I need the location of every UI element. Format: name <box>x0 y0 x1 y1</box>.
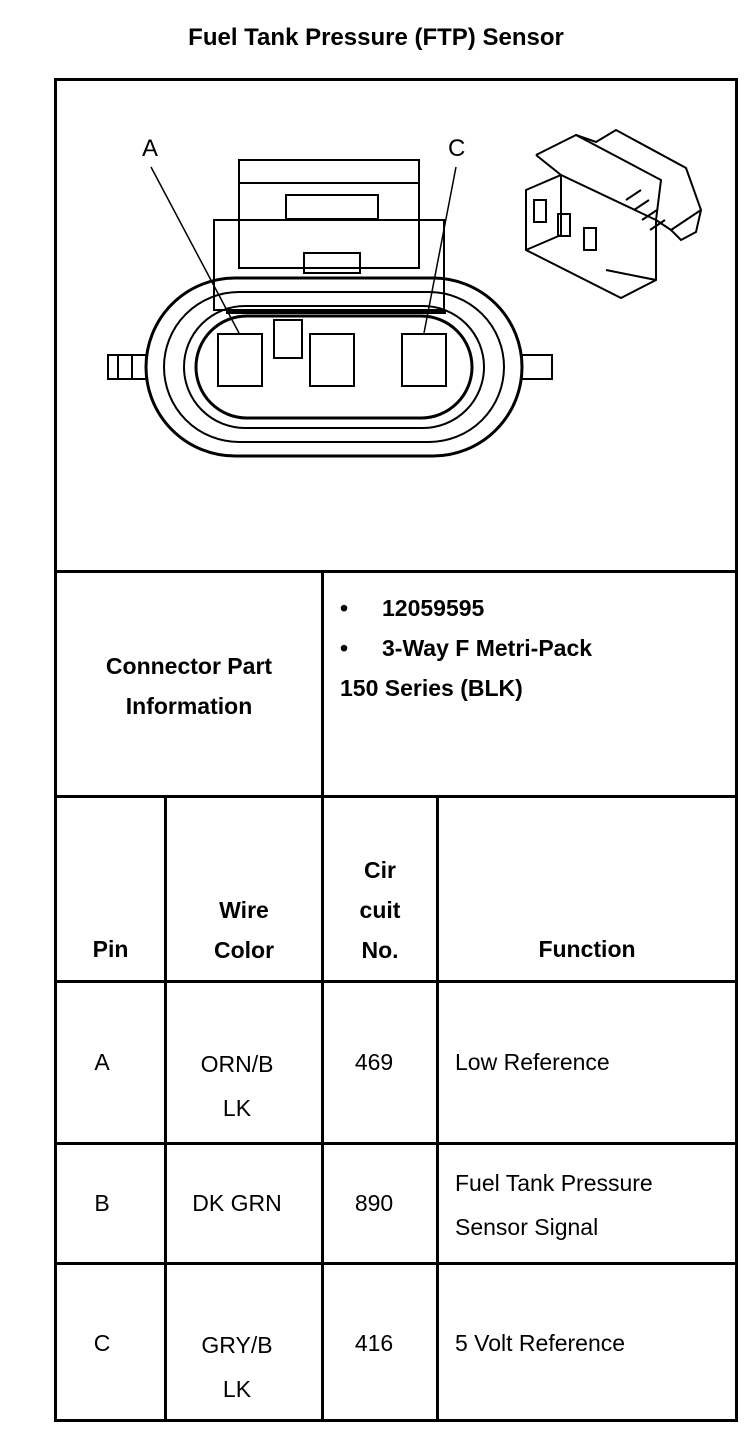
part-number-item: •12059595 <box>340 595 485 621</box>
diagram-label-a: A <box>142 135 158 162</box>
row-b-wire: DK GRN <box>192 1190 282 1216</box>
row-c-circuit: 416 <box>354 1330 394 1356</box>
connector-type: 3-Way F Metri-Pack <box>382 635 593 661</box>
row-c-wire: GRY/B LK <box>167 1323 307 1411</box>
connector-series: 150 Series (BLK) <box>340 675 523 701</box>
row-b-circuit: 890 <box>354 1190 394 1216</box>
header-pin: Pin <box>92 936 129 962</box>
connector-diagram: A C <box>107 128 703 458</box>
row-b-pin: B <box>94 1190 110 1216</box>
divider <box>54 795 738 798</box>
connector-table-frame <box>54 78 738 1422</box>
row-c-wire-line1: GRY/B <box>201 1332 273 1358</box>
page-title: Fuel Tank Pressure (FTP) Sensor <box>188 24 564 51</box>
header-wire-line2: Color <box>213 937 275 963</box>
header-function: Function <box>538 936 636 962</box>
header-circuit-line1: Cir <box>364 857 396 883</box>
part-number: 12059595 <box>382 595 485 621</box>
header-circuit-line3: No. <box>361 937 399 963</box>
row-b-function: Fuel Tank Pressure Sensor Signal <box>455 1161 735 1249</box>
part-info-label-line1: Connector Part <box>105 653 273 679</box>
part-info-label-line2: Information <box>125 693 253 719</box>
row-a-wire-line1: ORN/B <box>200 1051 274 1077</box>
divider <box>164 795 167 1422</box>
row-a-pin: A <box>94 1049 110 1075</box>
header-wire-color: Wire Color <box>167 890 321 970</box>
diagram-label-c: C <box>448 135 465 162</box>
row-b-function-line1: Fuel Tank Pressure <box>455 1170 653 1196</box>
divider <box>54 1142 738 1145</box>
header-circuit-line2: cuit <box>359 897 401 923</box>
part-info-label: Connector Part Information <box>57 646 321 726</box>
connector-type-item: •3-Way F Metri-Pack <box>340 635 593 661</box>
row-b-function-line2: Sensor Signal <box>455 1214 599 1240</box>
row-a-wire: ORN/B LK <box>167 1042 307 1130</box>
row-c-function: 5 Volt Reference <box>455 1330 626 1356</box>
part-info-values: •12059595 •3-Way F Metri-Pack 150 Series… <box>340 588 730 708</box>
row-c-wire-line2: LK <box>222 1376 252 1402</box>
header-wire-line1: Wire <box>219 897 269 923</box>
header-circuit-no: Cir cuit No. <box>324 850 436 970</box>
divider <box>54 980 738 983</box>
divider <box>321 570 324 1422</box>
row-a-wire-line2: LK <box>222 1095 252 1121</box>
row-a-function: Low Reference <box>455 1049 610 1075</box>
row-a-circuit: 469 <box>354 1049 394 1075</box>
divider <box>54 1262 738 1265</box>
divider <box>54 570 738 573</box>
divider <box>436 795 439 1422</box>
row-c-pin: C <box>93 1330 111 1356</box>
